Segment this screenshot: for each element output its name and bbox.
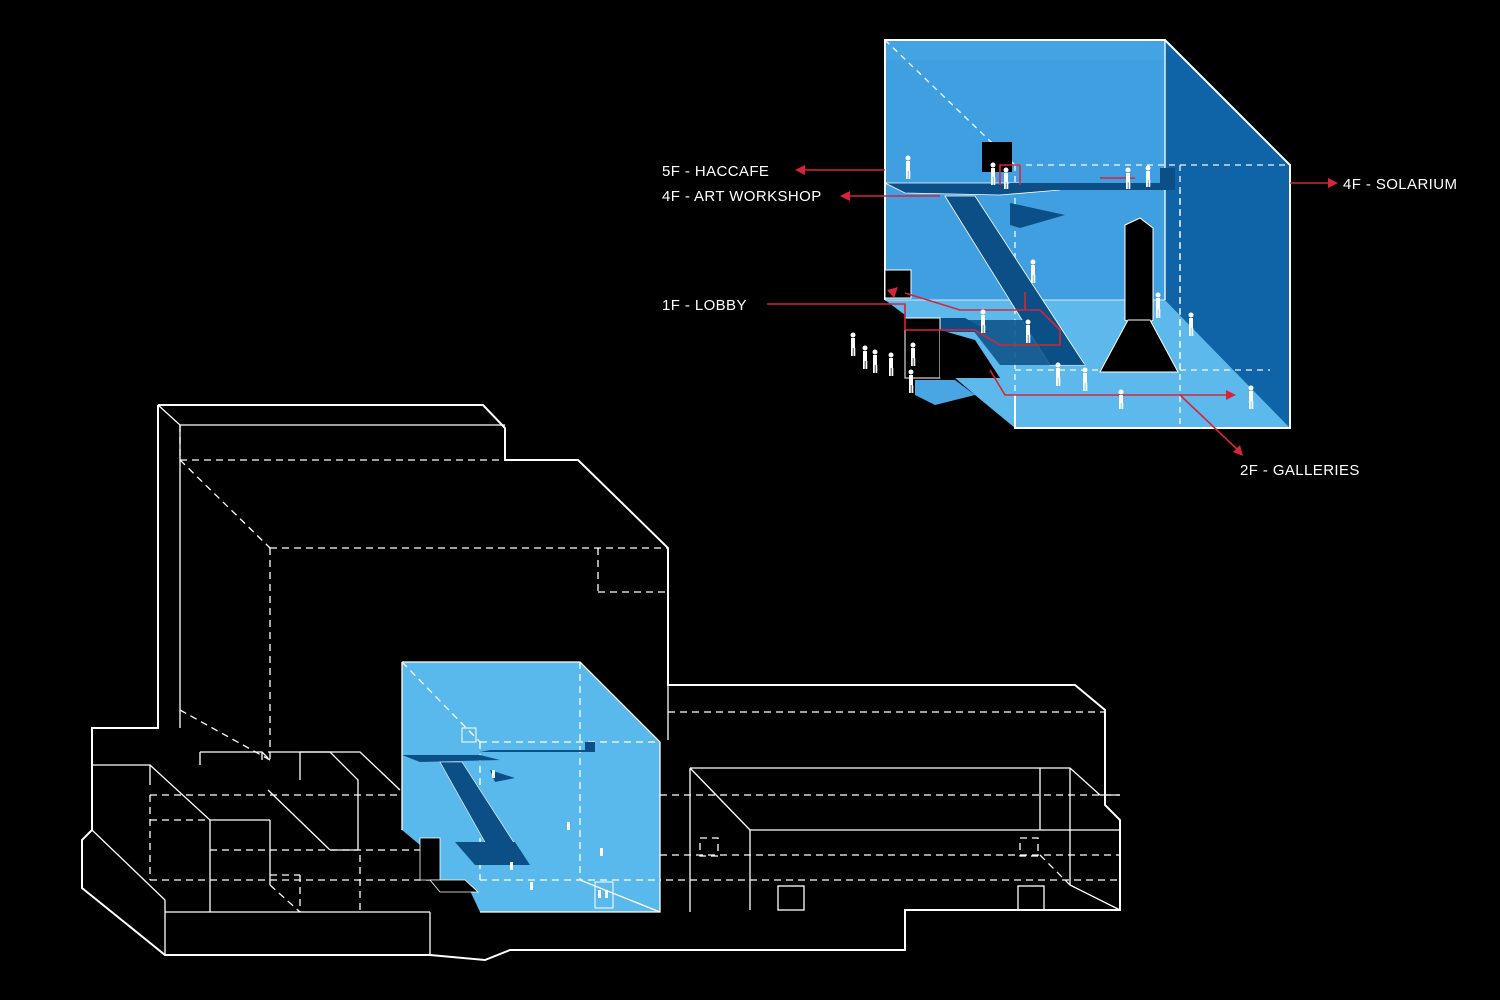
label-2f-galleries-text: 2F - GALLERIES	[1240, 462, 1360, 479]
atrium-side-wall	[1165, 40, 1290, 428]
label-4f-solarium: 4F - SOLARIUM	[1290, 176, 1457, 193]
atrium-column	[1124, 217, 1154, 329]
label-1f-lobby: 1F - LOBBY	[662, 297, 906, 330]
atrium-location-inset	[401, 661, 661, 913]
label-1f-lobby-text: 1F - LOBBY	[662, 297, 747, 314]
label-4f-art-workshop-text: 4F - ART WORKSHOP	[662, 188, 822, 205]
label-4f-art-workshop: 4F - ART WORKSHOP	[662, 188, 940, 205]
enlarged-atrium-volume	[850, 39, 1291, 429]
label-5f-haccafe: 5F - HACCAFE	[662, 163, 885, 180]
building-wireframe	[81, 404, 1121, 962]
people-silhouettes	[850, 155, 1254, 409]
atrium-back-wall	[885, 40, 1165, 300]
label-2f-galleries: 2F - GALLERIES	[1179, 394, 1360, 479]
label-4f-solarium-text: 4F - SOLARIUM	[1343, 176, 1457, 193]
label-5f-haccafe-text: 5F - HACCAFE	[662, 163, 769, 180]
